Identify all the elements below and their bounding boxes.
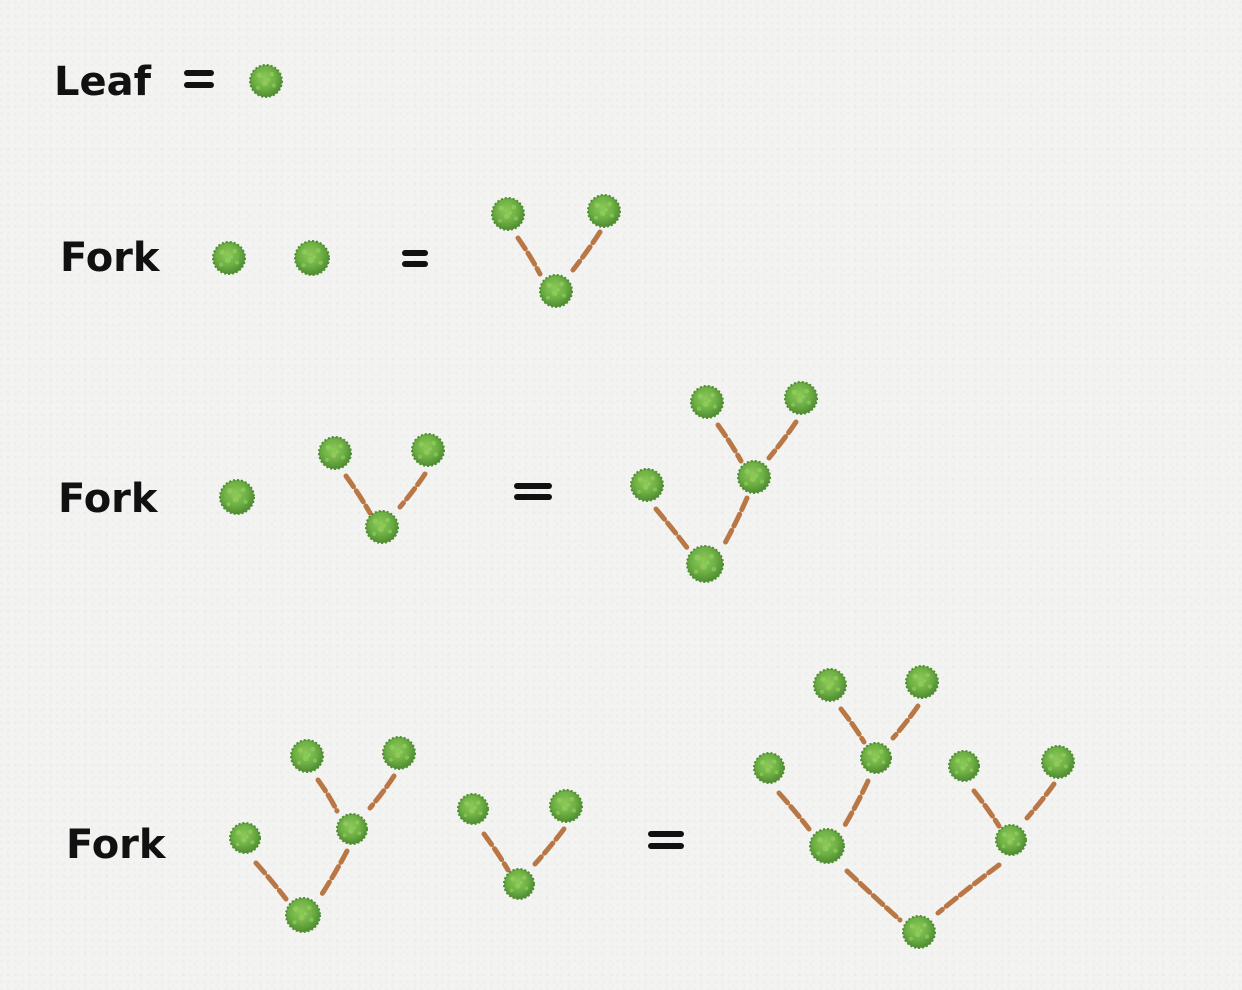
branch-edge [367, 773, 397, 811]
row-label-leaf: Leaf [54, 59, 152, 105]
leaf-node-icon [539, 274, 573, 308]
leaf-node-icon [587, 194, 621, 228]
leaf-node-icon [686, 545, 724, 583]
branch-edge [481, 831, 511, 873]
equals-sign [184, 70, 214, 88]
branch-edge [766, 419, 799, 461]
row-label-fork: Fork [66, 822, 167, 868]
branch-edge [935, 862, 1002, 916]
branch-edge [570, 229, 603, 273]
leaf-node-icon [630, 468, 664, 502]
branch-edge [1024, 781, 1057, 821]
leaf-node-icon [229, 822, 261, 854]
leaf-node-icon [995, 824, 1027, 856]
branch-edge [722, 495, 750, 546]
leaf-node-icon [285, 897, 321, 933]
leaf-node-icon [809, 828, 845, 864]
branch-edge [971, 788, 1002, 829]
branch-edge [315, 777, 340, 814]
leaf-node-icon [905, 665, 939, 699]
branch-edge [653, 506, 691, 552]
row-1-leaf-definition: Leaf [54, 59, 283, 105]
equals-sign [648, 831, 684, 849]
branch-edge [842, 778, 871, 828]
leaf-node-icon [382, 736, 416, 770]
leaf-node-icon [784, 381, 818, 415]
leaf-node-icon [1041, 745, 1075, 779]
leaf-node-icon [753, 752, 785, 784]
branch-edge [319, 848, 350, 897]
leaf-node-icon [249, 64, 283, 98]
branch-edge [343, 473, 373, 516]
leaf-node-icon [549, 789, 583, 823]
leaf-node-icon [860, 742, 892, 774]
branch-edge [532, 826, 567, 867]
leaf-node-icon [290, 739, 324, 773]
row-label-fork: Fork [58, 476, 159, 522]
leaf-node-icon [212, 241, 246, 275]
leaf-node-icon [737, 460, 771, 494]
leaf-node-icon [491, 197, 525, 231]
leaf-node-icon [690, 385, 724, 419]
leaf-node-icon [813, 668, 847, 702]
row-label-fork: Fork [60, 235, 161, 281]
leaf-node-icon [336, 813, 368, 845]
equals-sign [402, 250, 428, 267]
branch-edge [253, 860, 289, 902]
row-2-fork-of-two-leaves: Fork [60, 194, 621, 308]
leaf-node-icon [948, 750, 980, 782]
leaf-node-icon [219, 479, 255, 515]
leaf-node-icon [318, 436, 352, 470]
equals-sign [514, 483, 552, 500]
branch-edge [844, 868, 903, 923]
leaf-node-icon [902, 915, 936, 949]
branch-edge [715, 422, 744, 464]
branch-edge [397, 471, 428, 510]
branch-edge [838, 706, 867, 745]
leaf-node-icon [365, 510, 399, 544]
leaf-node-icon [411, 433, 445, 467]
row-3-fork-leaf-and-fork: Fork [58, 381, 818, 583]
leaf-node-icon [503, 868, 535, 900]
branch-edge [515, 235, 543, 277]
row-4-fork-of-two-trees: Fork [66, 665, 1075, 949]
branch-edge [890, 703, 921, 741]
leaf-node-icon [457, 793, 489, 825]
branch-edge [776, 790, 812, 832]
leaf-node-icon [294, 240, 330, 276]
